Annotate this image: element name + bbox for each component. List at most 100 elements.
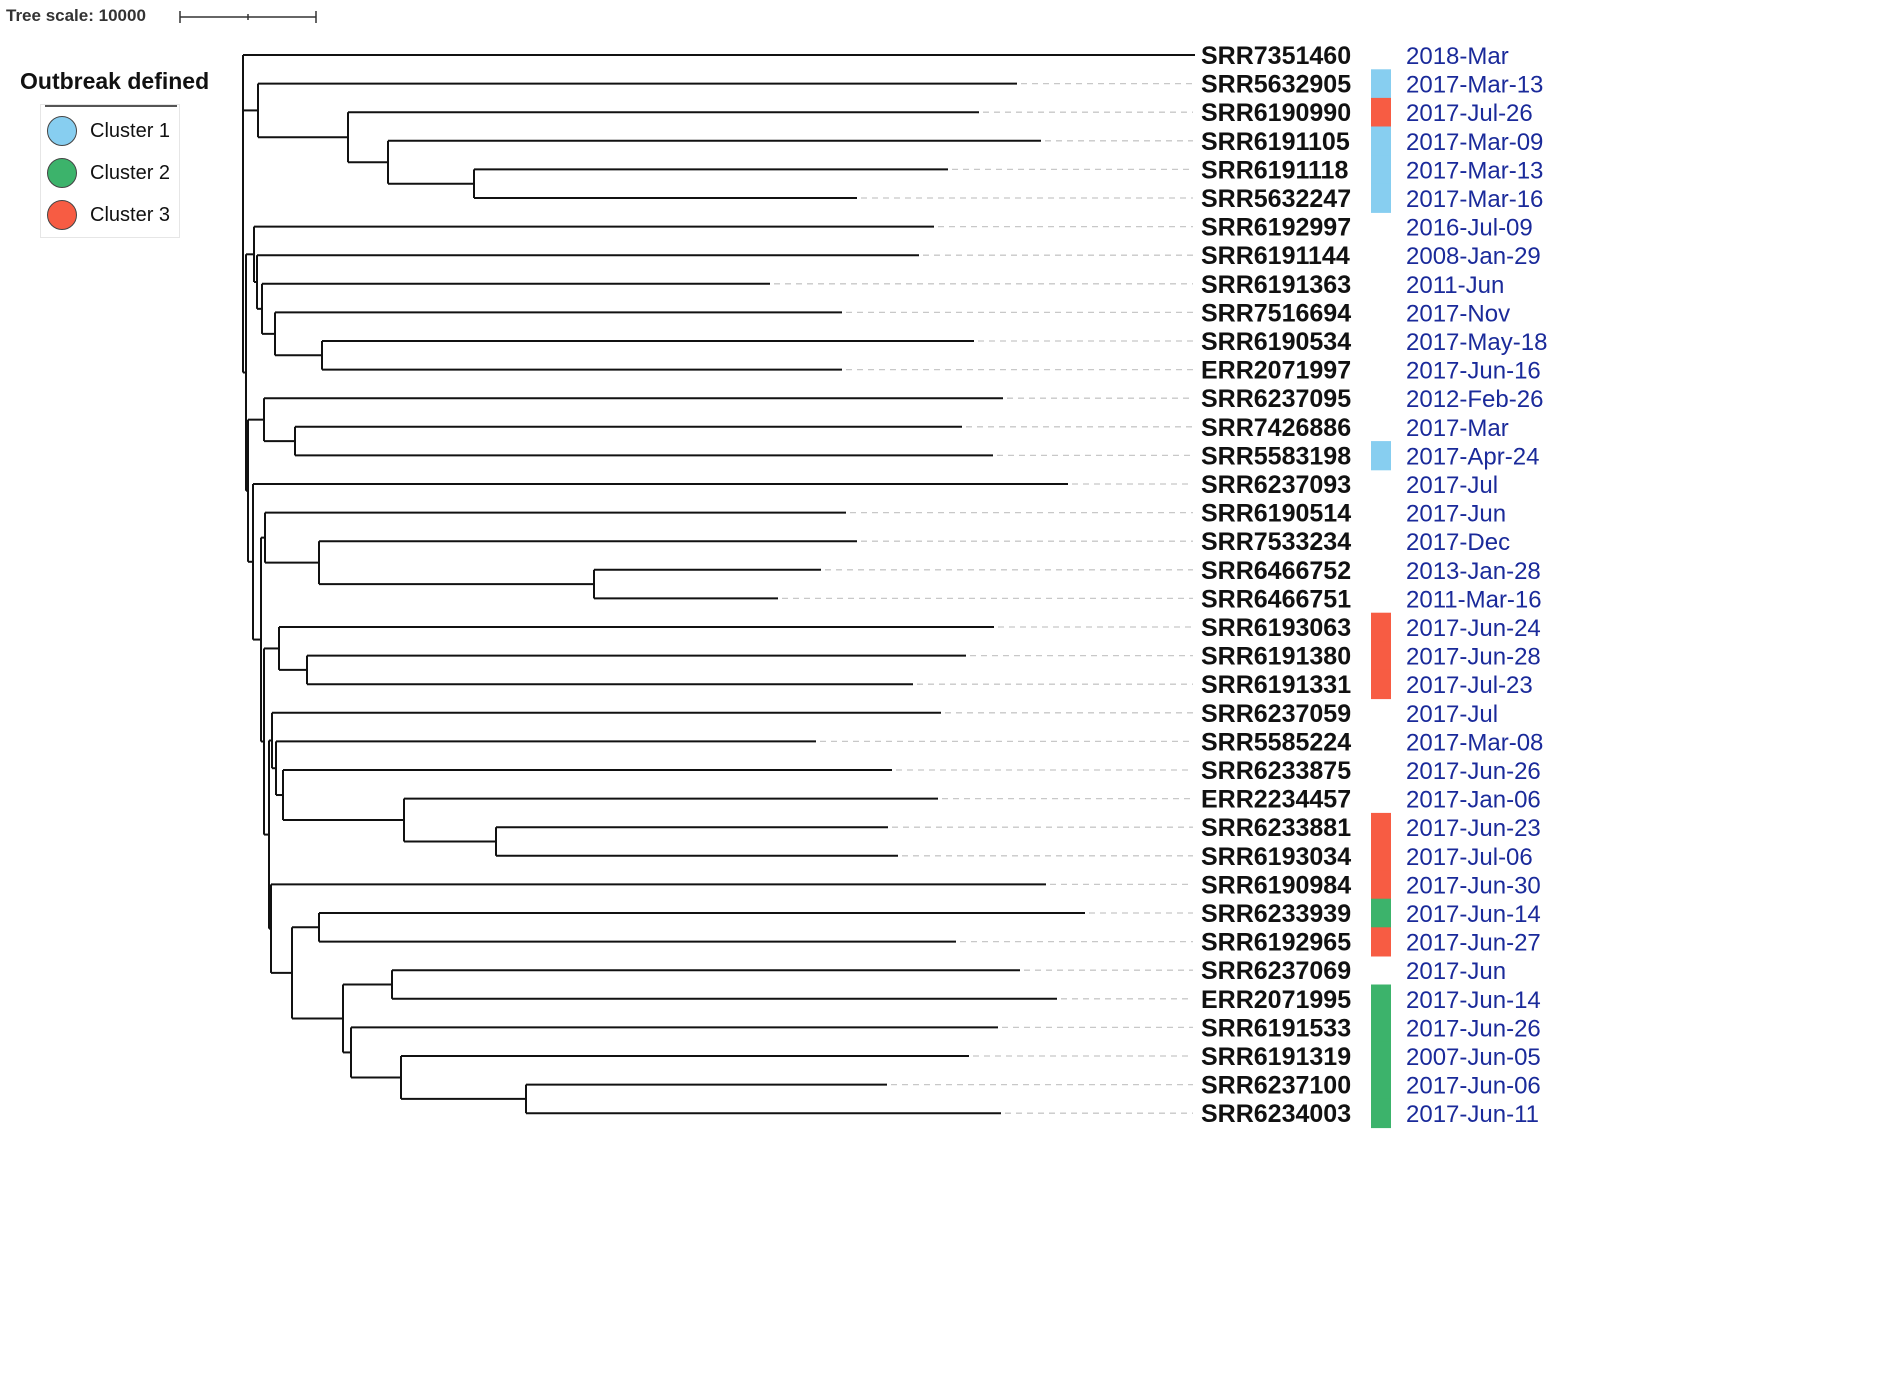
leaf-date: 2017-Jun-24 — [1406, 615, 1541, 642]
cluster-strip-cluster-3 — [1371, 927, 1391, 957]
leaf-label: ERR2234457 — [1201, 786, 1351, 814]
leaf-label: SRR6193063 — [1201, 614, 1351, 642]
leaf-date: 2017-Jun-23 — [1406, 815, 1541, 842]
cluster-strip-cluster-2 — [1371, 1013, 1391, 1043]
leaf-date: 2017-Jun-26 — [1406, 1015, 1541, 1042]
leaf-label: SRR5632905 — [1201, 71, 1351, 99]
legend-label-cluster-2: Cluster 2 — [90, 162, 171, 184]
leaf-date: 2017-Jun-06 — [1406, 1073, 1541, 1100]
legend-divider — [45, 105, 177, 107]
legend-swatch-cluster-3 — [47, 200, 77, 230]
leaf-label: SRR6466751 — [1201, 585, 1351, 613]
leaf-date: 2008-Jan-29 — [1406, 243, 1541, 270]
leaf-date: 2017-Nov — [1406, 300, 1510, 327]
leaf-label: SRR6190534 — [1201, 328, 1351, 356]
leaf-date: 2011-Mar-16 — [1406, 586, 1542, 613]
cluster-strip-cluster-2 — [1371, 898, 1391, 928]
leaf-date: 2017-Jun-27 — [1406, 930, 1541, 957]
cluster-strip-cluster-2 — [1371, 1041, 1391, 1071]
leaf-date: 2017-Mar-13 — [1406, 157, 1543, 184]
leaf-label: ERR2071997 — [1201, 357, 1351, 385]
legend-swatch-cluster-2 — [47, 158, 77, 188]
leaf-date: 2017-Mar-16 — [1406, 186, 1543, 213]
leaf-date: 2017-Jun-14 — [1406, 901, 1541, 928]
leaf-label: SRR6191319 — [1201, 1043, 1351, 1071]
leaf-label: ERR2071995 — [1201, 986, 1351, 1014]
leaf-label: SRR6193034 — [1201, 843, 1351, 871]
leaf-date: 2017-Jul — [1406, 472, 1498, 499]
leaf-label: SRR6466752 — [1201, 557, 1351, 585]
leaf-date: 2011-Jun — [1406, 272, 1504, 299]
leaf-label: SRR6191144 — [1201, 242, 1350, 270]
cluster-strip-cluster-2 — [1371, 1098, 1391, 1129]
leaf-date: 2017-Jun-11 — [1406, 1101, 1539, 1128]
leaf-date: 2016-Jul-09 — [1406, 215, 1533, 242]
leaf-date: 2017-Jul-06 — [1406, 844, 1533, 871]
leaf-date: 2017-Jun — [1406, 958, 1506, 985]
leaf-label: SRR6237093 — [1201, 471, 1351, 499]
leaf-label: SRR6237095 — [1201, 385, 1351, 413]
leaf-label: SRR7351460 — [1201, 42, 1351, 70]
leaf-date: 2017-Jul-26 — [1406, 100, 1533, 127]
cluster-strip-cluster-3 — [1371, 612, 1391, 642]
tree-scale-label: Tree scale: 10000 — [6, 6, 146, 25]
leaf-date: 2017-May-18 — [1406, 329, 1547, 356]
leaf-label: SRR6192997 — [1201, 214, 1351, 242]
cluster-strip-cluster-3 — [1371, 812, 1391, 843]
legend-swatch-cluster-1 — [47, 116, 77, 146]
leaf-date: 2017-Jul-23 — [1406, 672, 1533, 699]
leaf-label: SRR6190984 — [1201, 871, 1351, 899]
cluster-strip-cluster-2 — [1371, 984, 1391, 1014]
leaf-date: 2017-Jun — [1406, 501, 1506, 528]
leaf-label: SRR6191533 — [1201, 1014, 1351, 1042]
legend-title: Outbreak defined — [20, 68, 210, 94]
leaf-date: 2018-Mar — [1406, 43, 1509, 70]
leaf-label: SRR6234003 — [1201, 1100, 1351, 1128]
cluster-strip-cluster-3 — [1371, 669, 1391, 700]
leaf-label: SRR6191363 — [1201, 271, 1351, 299]
leaf-date: 2017-Mar — [1406, 415, 1509, 442]
leaf-date: 2017-Dec — [1406, 529, 1510, 556]
cluster-strip-cluster-1 — [1371, 441, 1391, 471]
leaf-date: 2017-Jan-06 — [1406, 787, 1541, 814]
legend-box: Cluster 1 Cluster 2 Cluster 3 — [40, 104, 180, 238]
leaf-label: SRR6237069 — [1201, 957, 1351, 985]
legend-item-cluster-1: Cluster 1 — [47, 116, 177, 148]
leaf-label: SRR6191105 — [1201, 128, 1350, 156]
leaf-label: SRR6191118 — [1201, 156, 1348, 184]
leaf-label: SRR6233881 — [1201, 814, 1351, 842]
legend-item-cluster-2: Cluster 2 — [47, 158, 177, 190]
leaf-date: 2012-Feb-26 — [1406, 386, 1543, 413]
cluster-strip-cluster-2 — [1371, 1070, 1391, 1100]
leaf-label: SRR7533234 — [1201, 528, 1351, 556]
cluster-strip-cluster-1 — [1371, 155, 1391, 185]
leaf-date: 2017-Jul — [1406, 701, 1498, 728]
leaf-date: 2017-Jun-30 — [1406, 872, 1541, 899]
leaf-label: SRR6233875 — [1201, 757, 1351, 785]
leaf-date: 2017-Mar-09 — [1406, 129, 1543, 156]
leaf-date: 2017-Jun-28 — [1406, 644, 1541, 671]
leaf-label: SRR5632247 — [1201, 185, 1351, 213]
legend-label-cluster-3: Cluster 3 — [90, 204, 171, 226]
leaf-date: 2017-Mar-08 — [1406, 729, 1543, 756]
leaf-label: SRR6190514 — [1201, 500, 1351, 528]
leaf-date: 2017-Mar-13 — [1406, 72, 1543, 99]
legend-item-cluster-3: Cluster 3 — [47, 200, 177, 232]
leaf-label: SRR5585224 — [1201, 728, 1351, 756]
leaf-date: 2017-Apr-24 — [1406, 443, 1539, 470]
leaf-label: SRR7426886 — [1201, 414, 1351, 442]
leaf-date: 2007-Jun-05 — [1406, 1044, 1541, 1071]
cluster-strip-cluster-3 — [1371, 97, 1391, 128]
phylogenetic-tree-figure: Tree scale: 10000 Outbreak defined Clust… — [6, 6, 1547, 1129]
leaf-label: SRR6191380 — [1201, 643, 1351, 671]
cluster-strip-cluster-1 — [1371, 69, 1391, 99]
leaf-label: SRR6191331 — [1201, 671, 1351, 699]
leaf-label: SRR7516694 — [1201, 299, 1351, 327]
leaf-label: SRR6190990 — [1201, 99, 1351, 127]
cluster-strip-cluster-1 — [1371, 126, 1391, 156]
cluster-strip-cluster-3 — [1371, 641, 1391, 671]
leaf-label: SRR6237059 — [1201, 700, 1351, 728]
leaf-date: 2017-Jun-16 — [1406, 358, 1541, 385]
leaf-label: SRR6192965 — [1201, 929, 1351, 957]
